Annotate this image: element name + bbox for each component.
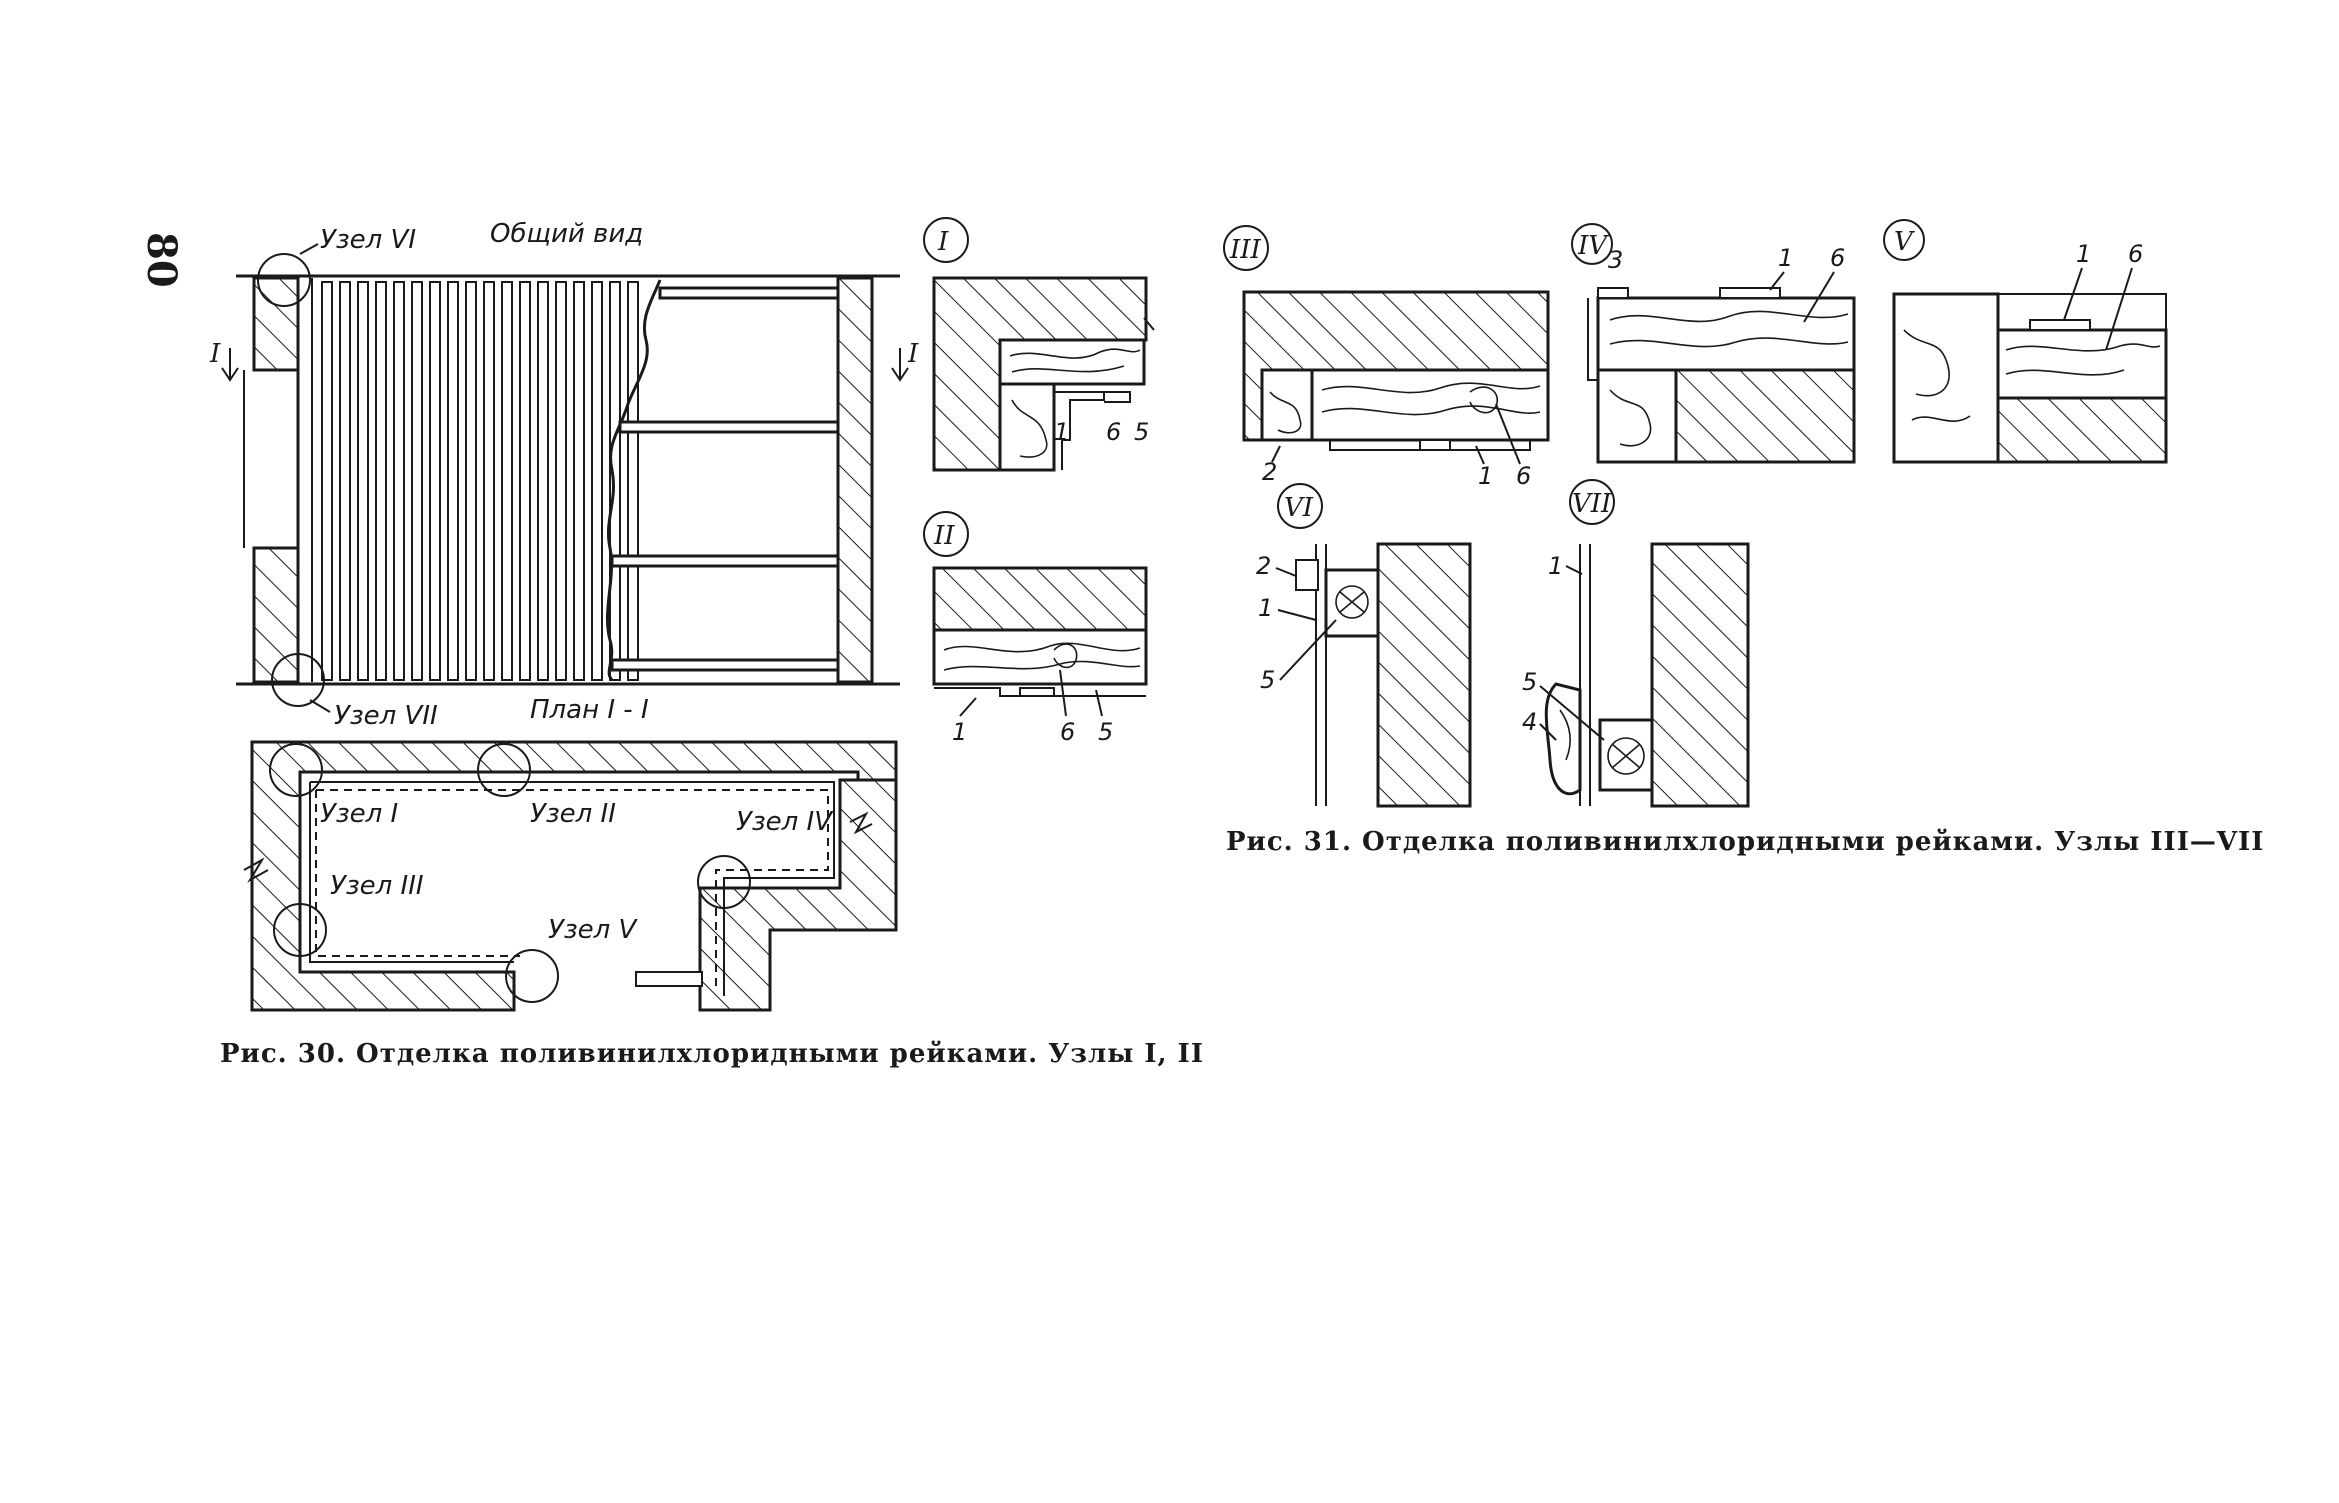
pvc-strip bbox=[555, 281, 567, 681]
detail-VII-callout-4: 4 bbox=[1522, 708, 1537, 736]
node-VI-label: Узел VI bbox=[320, 225, 416, 255]
pvc-strip bbox=[375, 281, 387, 681]
plan-node-I-label: Узел I bbox=[320, 799, 398, 829]
detail-I-label: I bbox=[937, 227, 949, 257]
pvc-strip bbox=[537, 281, 549, 681]
detail-II-callout-6: 6 bbox=[1060, 718, 1075, 746]
pvc-strip bbox=[339, 281, 351, 681]
detail-III-callout-2: 2 bbox=[1262, 458, 1277, 486]
detail-I: I 1 6 5 bbox=[923, 217, 1155, 472]
pvc-strip bbox=[357, 281, 369, 681]
detail-II-callout-1: 1 bbox=[952, 718, 967, 746]
pvc-strip bbox=[591, 281, 603, 681]
detail-I-callout-5: 5 bbox=[1134, 418, 1149, 446]
pvc-strip bbox=[465, 281, 477, 681]
pvc-strip bbox=[393, 281, 405, 681]
pvc-strip bbox=[321, 281, 333, 681]
pvc-strip bbox=[483, 281, 495, 681]
node-VII-label: Узел VII bbox=[334, 701, 438, 731]
pvc-strip bbox=[447, 281, 459, 681]
detail-IV-callout-3: 3 bbox=[1608, 246, 1623, 274]
pvc-strip bbox=[609, 281, 621, 681]
detail-VI: VI 2 1 5 bbox=[1256, 483, 1472, 808]
plan-node-V-label: Узел V bbox=[548, 915, 639, 945]
pvc-strip bbox=[411, 281, 423, 681]
detail-VI-callout-5: 5 bbox=[1260, 666, 1275, 694]
plan-node-IV-circle bbox=[697, 855, 751, 909]
detail-V-callout-1: 1 bbox=[2076, 240, 2091, 268]
plan-node-II-circle bbox=[477, 743, 531, 797]
detail-VI-callout-2: 2 bbox=[1256, 552, 1271, 580]
detail-VI-label: VI bbox=[1284, 493, 1314, 523]
plan-view: Узел I Узел II Узел III Узел IV Узел V bbox=[243, 740, 898, 1012]
fig30-caption: Рис. 30. Отделка поливинилхлоридными рей… bbox=[220, 1039, 1204, 1069]
plan-node-V-circle bbox=[505, 949, 559, 1003]
detail-V: V 1 6 bbox=[1883, 219, 2168, 464]
fig31-caption: Рис. 31. Отделка поливинилхлоридными рей… bbox=[1226, 827, 2264, 857]
pvc-strips bbox=[321, 281, 639, 681]
page-number: 80 bbox=[138, 232, 185, 288]
detail-III-callout-1: 1 bbox=[1478, 462, 1493, 490]
detail-III-label: III bbox=[1229, 235, 1262, 265]
detail-II: II 1 6 5 bbox=[923, 511, 1148, 746]
plan-node-II-label: Узел II bbox=[530, 799, 616, 829]
detail-VII-callout-5: 5 bbox=[1522, 668, 1537, 696]
detail-V-callout-6: 6 bbox=[2128, 240, 2143, 268]
pvc-strip bbox=[429, 281, 441, 681]
detail-IV-label: IV bbox=[1577, 231, 1609, 261]
plan-node-III-label: Узел III bbox=[330, 871, 424, 901]
detail-VI-callout-1: 1 bbox=[1258, 594, 1273, 622]
detail-VII-label: VII bbox=[1572, 489, 1612, 519]
detail-IV-callout-1: 1 bbox=[1778, 244, 1793, 272]
detail-II-label: II bbox=[933, 521, 955, 551]
detail-VII-callout-1: 1 bbox=[1548, 552, 1563, 580]
detail-III: III 2 1 6 bbox=[1223, 225, 1550, 490]
general-view-title: Общий вид bbox=[490, 219, 643, 249]
torn-edge bbox=[606, 279, 662, 682]
plan-node-III-circle bbox=[273, 903, 327, 957]
pvc-strip bbox=[573, 281, 585, 681]
pvc-strip bbox=[501, 281, 513, 681]
plan-title: План I - I bbox=[530, 695, 649, 725]
section-mark-right: I bbox=[907, 339, 919, 369]
node-VI-circle bbox=[257, 253, 311, 307]
detail-V-label: V bbox=[1894, 227, 1915, 257]
pvc-strip bbox=[627, 281, 639, 681]
detail-IV: IV 3 1 6 bbox=[1571, 223, 1856, 464]
detail-III-callout-6: 6 bbox=[1516, 462, 1531, 490]
detail-IV-callout-6: 6 bbox=[1830, 244, 1845, 272]
detail-I-callout-6: 6 bbox=[1106, 418, 1121, 446]
general-view: I I Узел VI Узел VII Общий вид План I - … bbox=[209, 219, 919, 731]
detail-VII: VII 1 5 4 bbox=[1522, 479, 1750, 808]
plan-node-IV-label: Узел IV bbox=[736, 807, 834, 837]
pvc-strip bbox=[519, 281, 531, 681]
plan-node-I-circle bbox=[269, 743, 323, 797]
detail-I-callout-1: 1 bbox=[1054, 418, 1069, 446]
section-mark-left: I bbox=[209, 339, 221, 369]
detail-II-callout-5: 5 bbox=[1098, 718, 1113, 746]
node-VII-circle bbox=[271, 653, 325, 707]
